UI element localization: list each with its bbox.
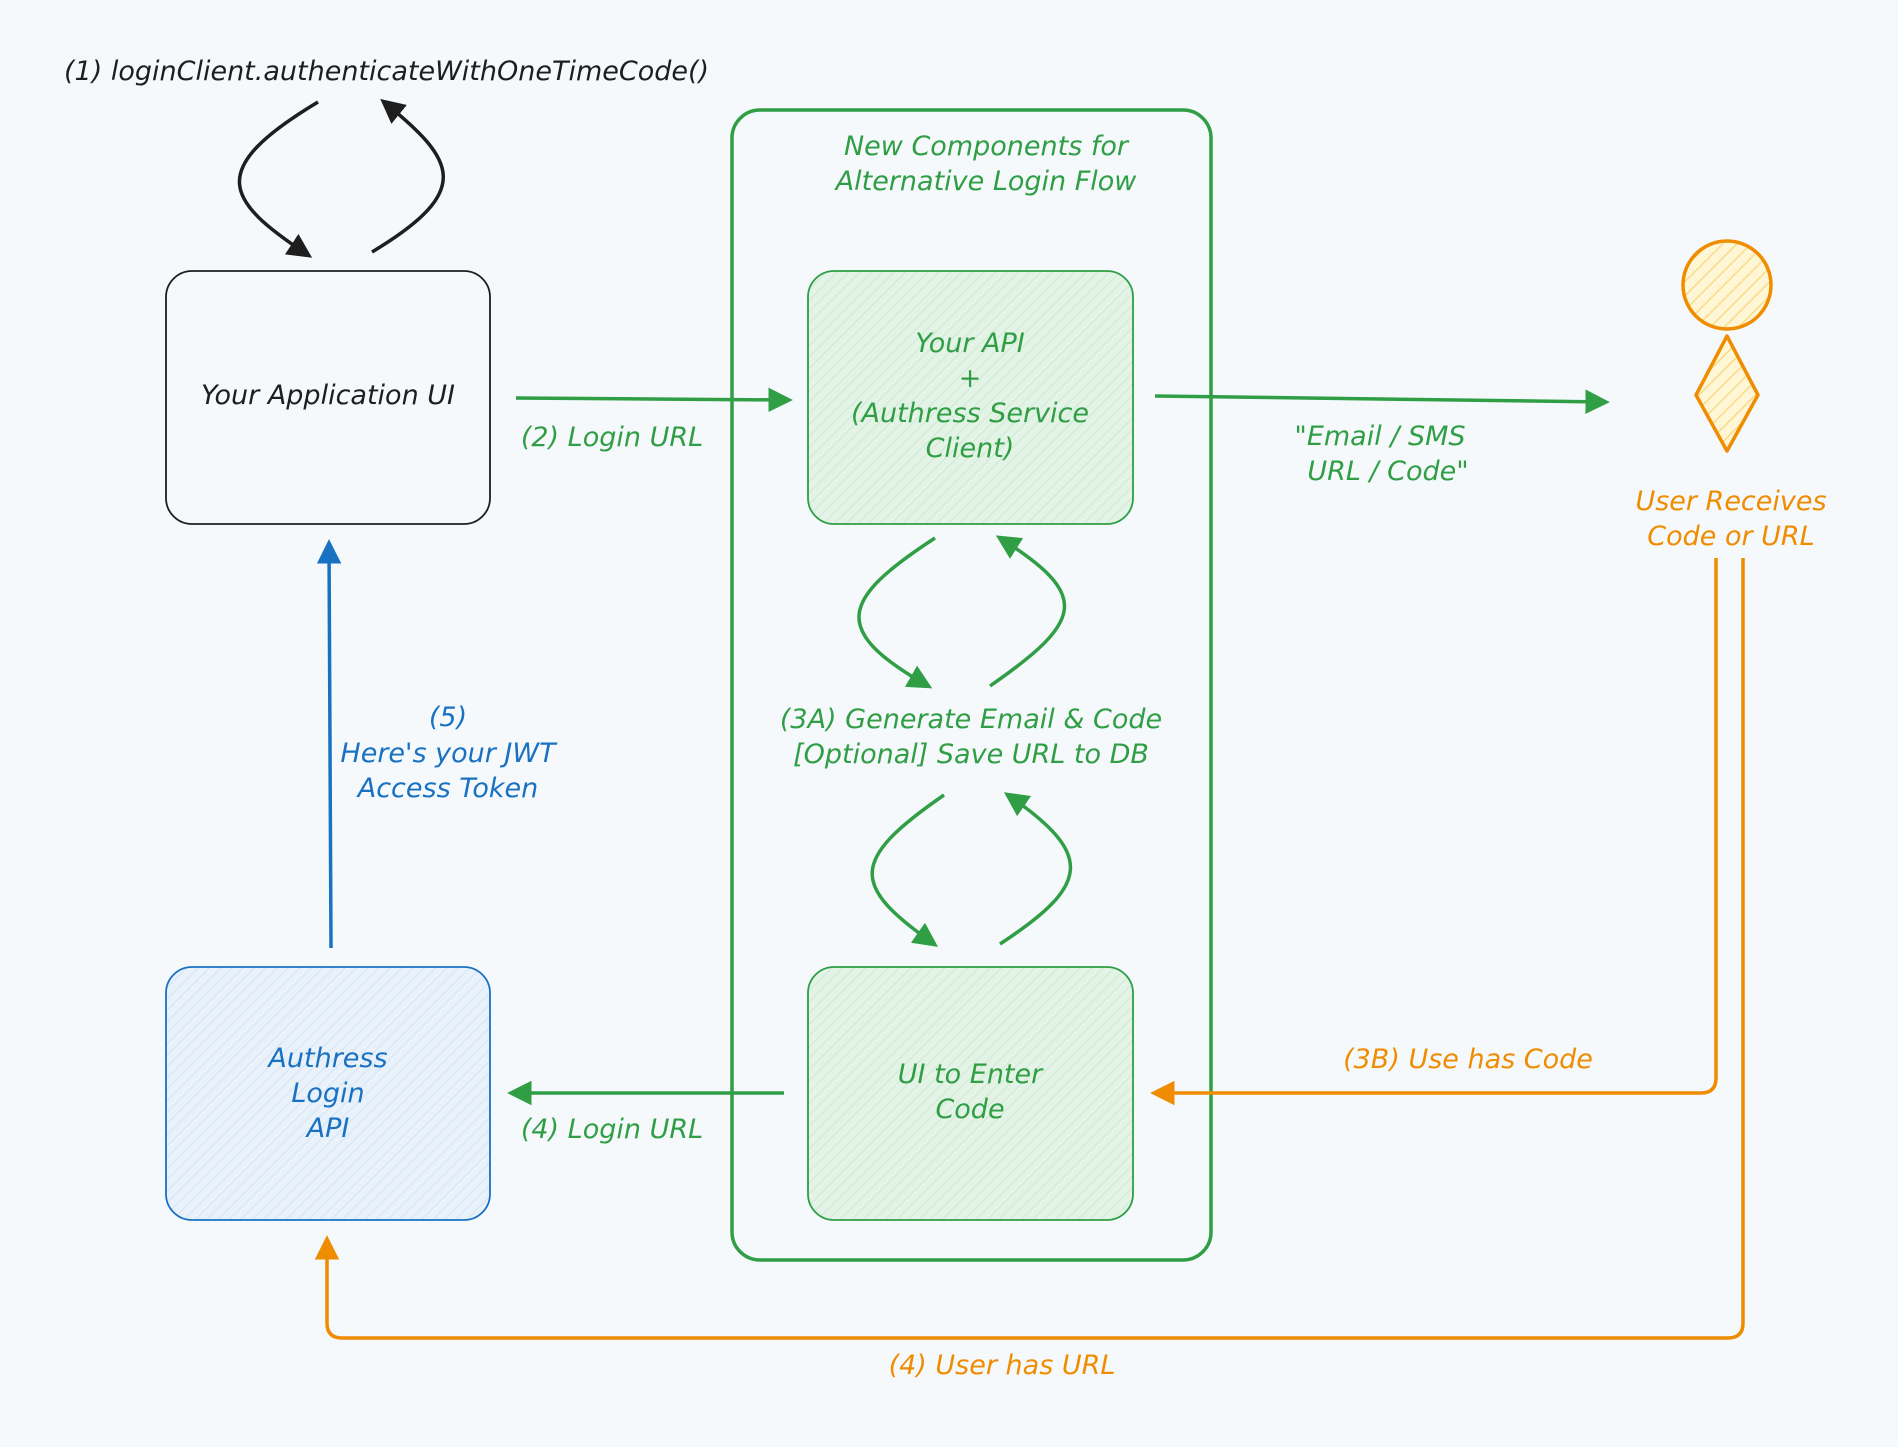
generate-to-enter-code-arrow bbox=[870, 793, 945, 947]
enter-code-line1: UI to Enter bbox=[898, 1059, 1044, 1090]
step5-line3: Access Token bbox=[356, 773, 539, 804]
person-icon bbox=[1681, 239, 1773, 453]
your-api-line3: (Authress Service bbox=[851, 398, 1089, 429]
step5-arrow bbox=[316, 539, 342, 949]
api-to-generate-arrow bbox=[857, 536, 936, 689]
login-api-line1: Authress bbox=[266, 1043, 387, 1074]
email-sms-arrow bbox=[1154, 389, 1610, 414]
step1-arrow-down bbox=[237, 100, 319, 258]
generate-to-api-arrow bbox=[989, 535, 1067, 688]
step5-line2: Here's your JWT bbox=[340, 738, 558, 769]
email-sms-line1: "Email / SMS bbox=[1294, 421, 1465, 452]
enter-code-box: UI to Enter Code bbox=[807, 966, 1134, 1221]
login-api-line3: API bbox=[305, 1113, 350, 1144]
your-api-line2: + bbox=[959, 363, 982, 394]
step4-url-arrow bbox=[314, 558, 1745, 1340]
step4-code-label: (4) Login URL bbox=[521, 1114, 703, 1145]
step3b-label: (3B) Use has Code bbox=[1343, 1044, 1593, 1075]
user-line2: Code or URL bbox=[1647, 521, 1814, 552]
login-api-line2: Login bbox=[291, 1078, 364, 1109]
step3b-arrow bbox=[1150, 558, 1718, 1106]
new-components-group: New Components for Alternative Login Flo… bbox=[730, 108, 1213, 1262]
your-api-line1: Your API bbox=[915, 328, 1025, 359]
step2-label: (2) Login URL bbox=[521, 422, 703, 453]
your-api-line4: Client) bbox=[926, 433, 1015, 464]
group-title-line2: Alternative Login Flow bbox=[834, 166, 1138, 197]
step3a-line1: (3A) Generate Email & Code bbox=[780, 704, 1162, 735]
user-line1: User Receives bbox=[1635, 486, 1826, 517]
step4-url-label: (4) User has URL bbox=[889, 1350, 1116, 1381]
app-ui-box: Your Application UI bbox=[165, 270, 491, 525]
your-api-box: Your API + (Authress Service Client) bbox=[807, 270, 1134, 525]
step5-line1: (5) bbox=[429, 702, 467, 733]
step1-label: (1) loginClient.authenticateWithOneTimeC… bbox=[64, 56, 709, 87]
step2-arrow bbox=[515, 387, 793, 413]
enter-code-to-generate-arrow bbox=[999, 792, 1073, 946]
group-title-line1: New Components for bbox=[844, 131, 1130, 162]
step3a-line2: [Optional] Save URL to DB bbox=[793, 739, 1149, 770]
enter-code-line2: Code bbox=[935, 1094, 1004, 1125]
step1-arrow-up bbox=[371, 98, 445, 254]
login-api-box: Authress Login API bbox=[165, 966, 491, 1221]
app-ui-label: Your Application UI bbox=[201, 380, 455, 411]
email-sms-line2: URL / Code" bbox=[1307, 456, 1468, 487]
